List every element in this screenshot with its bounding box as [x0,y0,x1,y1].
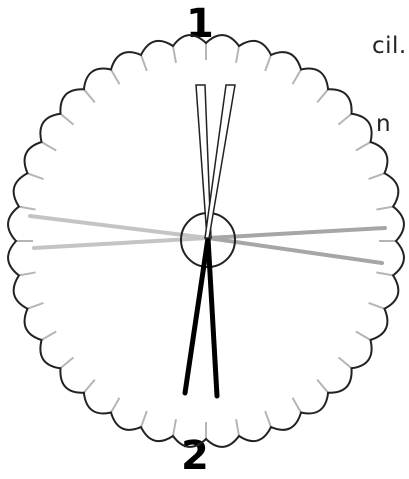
notch-tick [41,142,56,151]
notch-tick [173,46,176,63]
notch-tick [19,272,36,275]
notch-tick [293,70,302,85]
notch-tick [376,207,393,210]
notch-tick [173,419,176,436]
notch-tick [339,114,352,125]
notch-tick [111,70,120,85]
notch-tick [265,411,271,427]
stitch-dark-right [208,238,217,396]
notch-tick [265,55,271,71]
notch-tick [339,357,352,368]
notch-tick [41,332,56,341]
notch-tick [236,419,239,436]
stitch-dark-left [185,238,208,393]
notch-tick [111,398,120,413]
notch-tick [369,303,385,309]
notch-tick [27,173,43,179]
notch-tick [27,303,43,309]
notch-tick [369,173,385,179]
notch-tick [60,357,73,368]
notch-tick [141,55,147,71]
notch-tick [141,411,147,427]
notch-tick [19,207,36,210]
notch-tick [84,380,95,393]
notch-tick [293,398,302,413]
notch-tick [84,89,95,102]
notch-tick [376,272,393,275]
notch-tick [356,142,371,151]
notch-tick [60,114,73,125]
notch-tick [356,332,371,341]
notch-tick [317,89,328,102]
notch-tick [317,380,328,393]
notch-tick [236,46,239,63]
